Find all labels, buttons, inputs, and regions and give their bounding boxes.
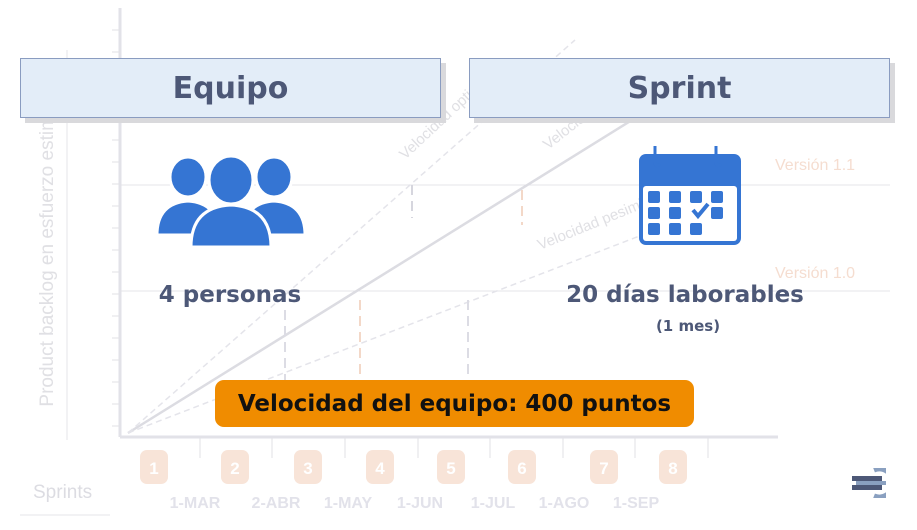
svg-text:7: 7 [599, 459, 608, 478]
svg-text:6: 6 [517, 459, 526, 478]
calendar-icon [639, 146, 741, 245]
x-axis-label: Sprints [33, 482, 92, 503]
sprint-value: 20 días laborables [566, 282, 804, 308]
sprint-badge: 2 [221, 450, 249, 484]
equipo-header: Equipo [20, 58, 441, 118]
equipo-value: 4 personas [158, 282, 302, 308]
line-media [127, 113, 641, 435]
month-label: 1-AGO [539, 495, 590, 512]
month-label: 1-JUN [397, 495, 443, 512]
svg-text:1: 1 [149, 459, 158, 478]
sprint-badge: 8 [659, 450, 687, 484]
svg-text:5: 5 [446, 459, 455, 478]
people-icon [155, 155, 307, 247]
sprint-badge: 6 [508, 450, 536, 484]
sprint-badge: 7 [590, 450, 618, 484]
sprint-sub: (1 mes) [655, 317, 721, 335]
svg-text:8: 8 [668, 459, 677, 478]
svg-text:4: 4 [375, 459, 385, 478]
y-axis-label: Product backlog en esfuerzo estimado [37, 83, 58, 406]
month-label: 1-MAR [170, 495, 221, 512]
sprint-badge: 4 [366, 450, 394, 484]
sprint-title: Sprint [627, 70, 732, 106]
sprint-badge: 1 [140, 450, 168, 484]
version-1-0-label: Versión 1.0 [775, 265, 855, 282]
svg-text:3: 3 [303, 459, 312, 478]
logo-icon [852, 468, 886, 498]
equipo-title: Equipo [172, 70, 289, 106]
sprint-badge: 3 [294, 450, 322, 484]
version-1-1-label: Versión 1.1 [775, 157, 855, 174]
month-label: 1-MAY [324, 495, 373, 512]
sprint-badge: 5 [437, 450, 465, 484]
month-label: 2-ABR [252, 495, 301, 512]
month-label: 1-JUL [471, 495, 516, 512]
team-velocity-text: Velocidad del equipo: 400 puntos [237, 390, 672, 417]
month-label: 1-SEP [613, 495, 660, 512]
sprint-header: Sprint [469, 58, 890, 118]
svg-text:2: 2 [230, 459, 239, 478]
team-velocity-banner: Velocidad del equipo: 400 puntos [215, 380, 694, 427]
